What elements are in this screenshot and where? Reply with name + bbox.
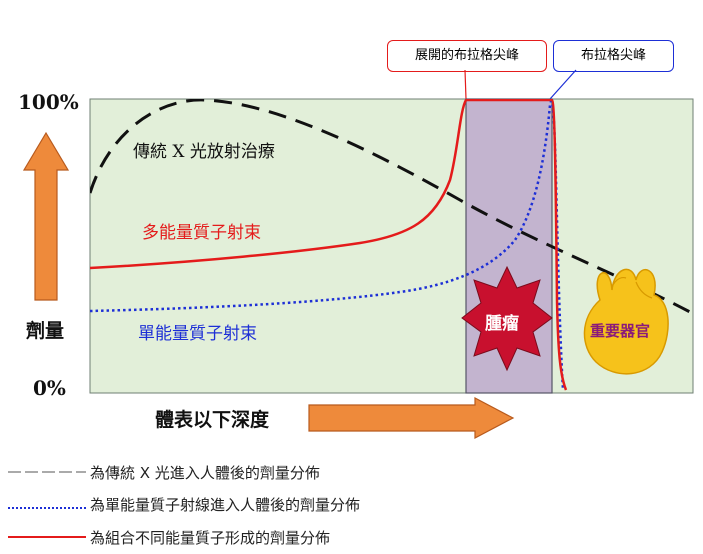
bragg-peak-label: 布拉格尖峰 — [580, 48, 646, 63]
xray-curve-label: 傳統 X 光放射治療 — [133, 142, 275, 162]
tumor-label: 腫瘤 — [485, 314, 519, 334]
y-axis-bottom-label: 0% — [33, 376, 66, 400]
legend-item-multi: 為組合不同能量質子形成的劑量分佈 — [88, 526, 330, 548]
depth-arrow-icon — [308, 397, 515, 439]
legend-item-single: 為單能量質子射線進入人體後的劑量分佈 — [88, 493, 360, 515]
legend-item-xray-text: 為傳統 X 光進入人體後的劑量分佈 — [90, 463, 320, 482]
organ-heart-icon — [583, 268, 669, 375]
legend-item-single-text: 為單能量質子射線進入人體後的劑量分佈 — [90, 495, 361, 514]
y-axis-top-label: 100% — [18, 90, 79, 114]
multi-energy-proton-curve — [90, 99, 568, 391]
organ-label: 重要器官 — [590, 322, 651, 340]
single-energy-curve-label: 單能量質子射束 — [138, 324, 257, 344]
tumor-star — [461, 265, 553, 372]
y-axis-title: 劑量 — [26, 320, 65, 342]
legend-item-xray: 為傳統 X 光進入人體後的劑量分佈 — [88, 461, 320, 483]
single-energy-proton-curve — [90, 100, 565, 391]
extended-bragg-peak-callout: 展開的布拉格尖峰 — [387, 40, 547, 72]
xray-dose-curve — [90, 99, 691, 314]
bragg-peak-pointer — [549, 69, 577, 100]
extended-bragg-peak-label: 展開的布拉格尖峰 — [414, 48, 519, 63]
dose-arrow-icon — [22, 131, 70, 301]
multi-energy-curve-label: 多能量質子射束 — [142, 223, 261, 243]
legend-item-multi-text: 為組合不同能量質子形成的劑量分佈 — [90, 528, 331, 547]
bragg-peak-callout: 布拉格尖峰 — [553, 40, 674, 72]
x-axis-title: 體表以下深度 — [155, 409, 270, 431]
extended-peak-pointer — [464, 69, 467, 100]
